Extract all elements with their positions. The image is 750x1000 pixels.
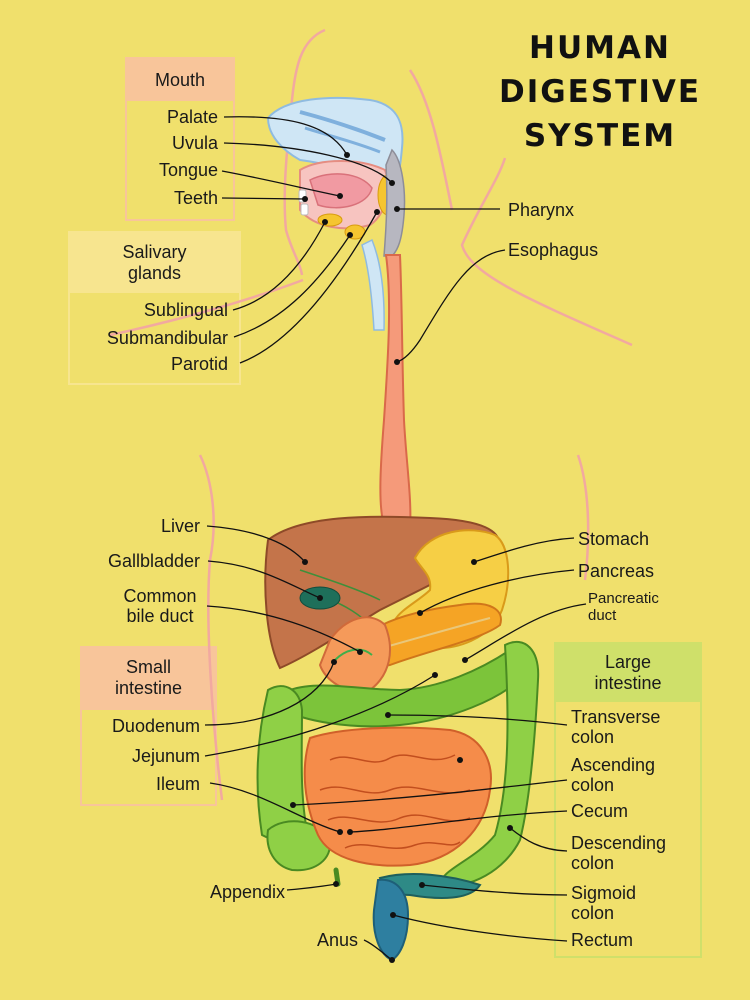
label-pancreatic-duct: Pancreatic duct — [588, 590, 659, 624]
large-intestine-group-box: Large intestine — [554, 642, 702, 958]
ascending-colon-shape — [256, 685, 308, 842]
label-anus: Anus — [316, 930, 358, 950]
mouth-group-box: Mouth — [125, 57, 235, 221]
label-tongue: Tongue — [158, 160, 218, 180]
title-line-2: DIGESTIVE — [498, 74, 702, 110]
label-gallbladder: Gallbladder — [107, 551, 200, 571]
label-palate: Palate — [166, 107, 218, 127]
body-outline — [109, 28, 633, 801]
salivary-group-box: Salivary glands — [68, 231, 241, 385]
sublingual-gland — [317, 213, 343, 227]
label-ascending-colon: Ascending colon — [571, 755, 656, 795]
small-intestine-shape — [303, 726, 492, 867]
label-esophagus: Esophagus — [508, 240, 599, 260]
label-jejunum: Jejunum — [131, 746, 200, 766]
title-line-3: SYSTEM — [523, 118, 677, 154]
label-submandibular: Submandibular — [106, 328, 228, 348]
label-stomach: Stomach — [578, 529, 650, 549]
title-line-1: HUMAN — [529, 30, 671, 66]
label-rectum: Rectum — [571, 930, 634, 950]
leader-lines — [204, 116, 587, 961]
pharynx-shape — [383, 148, 406, 257]
small-intestine-group-header: Small intestine — [82, 648, 215, 710]
label-appendix: Appendix — [209, 882, 285, 902]
leader-dots — [290, 152, 513, 963]
label-liver: Liver — [160, 516, 200, 536]
mouth-group-header: Mouth — [127, 59, 233, 101]
label-sublingual: Sublingual — [143, 300, 228, 320]
label-teeth: Teeth — [173, 188, 218, 208]
label-parotid: Parotid — [170, 354, 228, 374]
label-sigmoid-colon: Sigmoid colon — [571, 883, 637, 923]
salivary-group-header: Salivary glands — [70, 233, 239, 293]
label-descending-colon: Descending colon — [571, 833, 667, 873]
rectum-shape — [372, 878, 410, 962]
label-transverse-colon: Transverse colon — [571, 707, 661, 747]
label-cecum: Cecum — [571, 801, 629, 821]
diagram-title: HUMAN DIGESTIVE SYSTEM — [470, 26, 730, 158]
large-intestine-group-header: Large intestine — [556, 644, 700, 702]
label-uvula: Uvula — [171, 133, 218, 153]
descending-colon-shape — [438, 640, 540, 887]
esophagus-shape — [379, 254, 412, 529]
label-ileum: Ileum — [155, 774, 200, 794]
intestine-folds — [319, 754, 471, 850]
label-pancreas: Pancreas — [578, 561, 655, 581]
cecum-shape — [266, 820, 332, 872]
label-duodenum: Duodenum — [111, 716, 200, 736]
larynx-shape — [361, 238, 385, 331]
tongue-shape — [309, 173, 373, 209]
duodenum-shape — [318, 616, 391, 692]
label-common-bile-duct: Common bile duct — [123, 586, 197, 626]
label-pharynx: Pharynx — [508, 200, 575, 220]
small-intestine-group-box: Small intestine — [80, 646, 217, 806]
